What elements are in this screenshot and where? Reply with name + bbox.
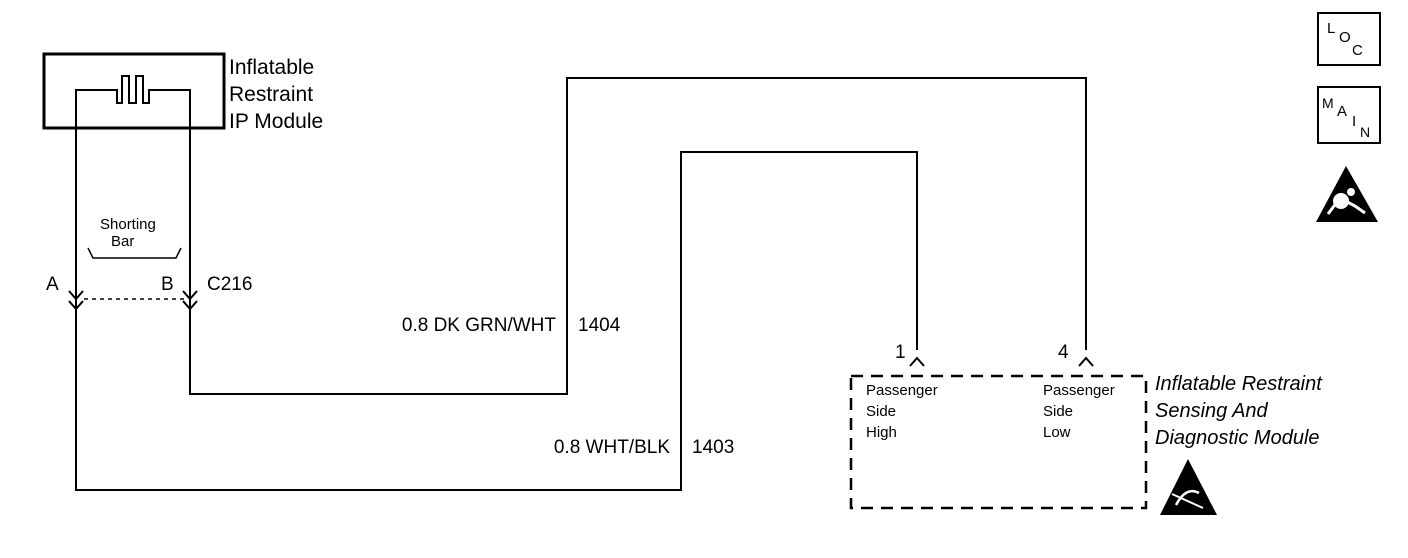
sdm-pin-4-desc-line3: Low xyxy=(1043,424,1071,441)
shorting-bar-bracket xyxy=(87,247,182,259)
main-button-letter-i: I xyxy=(1352,113,1356,130)
inflator-squib-symbol xyxy=(75,75,191,104)
sdm-pin-1-desc-line3: High xyxy=(866,424,897,441)
location-button[interactable]: L O C xyxy=(1317,12,1381,66)
sdm-pin-4-desc-line1: Passenger xyxy=(1043,382,1115,399)
pin-a-label: A xyxy=(46,274,59,295)
pin-a-terminal-icon xyxy=(68,290,84,311)
shorting-bar-label-line2: Bar xyxy=(111,233,134,250)
main-button-letter-a: A xyxy=(1337,103,1347,120)
shorting-bar: Shorting Bar xyxy=(84,216,184,300)
sdm-title-line1: Inflatable Restraint xyxy=(1155,373,1323,395)
location-button-letter-c: C xyxy=(1352,42,1363,59)
sdm-pin-4-desc-line2: Side xyxy=(1043,403,1073,420)
ip-module-label-line1: Inflatable xyxy=(229,56,314,79)
shorting-bar-label-line1: Shorting xyxy=(100,216,156,233)
sdm-pin-4-terminal-icon xyxy=(1078,356,1094,367)
ip-module-label-line2: Restraint xyxy=(229,83,313,106)
sdm-module: 1 4 Passenger Side High Passenger Side L… xyxy=(849,342,1323,515)
sdm-title-line3: Diagnostic Module xyxy=(1155,427,1320,449)
ip-module-label-line3: IP Module xyxy=(229,110,323,133)
wire-1404-circuit-label: 1404 xyxy=(578,315,621,336)
ip-module-box xyxy=(42,52,226,130)
sdm-pin-1-terminal-icon xyxy=(909,356,925,367)
sdm-title-line2: Sensing And xyxy=(1155,400,1269,422)
location-button-letter-o: O xyxy=(1339,29,1351,46)
location-button-letter-l: L xyxy=(1327,20,1335,37)
wire-1403-circuit-label: 1403 xyxy=(692,437,734,458)
pin-b-label: B xyxy=(161,274,174,295)
sdm-dashed-box xyxy=(849,374,1148,510)
sdm-pin-1-desc-line1: Passenger xyxy=(866,382,938,399)
main-button-letter-m: M xyxy=(1322,95,1334,111)
main-button[interactable]: M A I N xyxy=(1317,86,1381,144)
connector-name-label: C216 xyxy=(207,274,252,295)
wire-1404-color-label: 0.8 DK GRN/WHT xyxy=(402,315,557,336)
ip-module: Inflatable Restraint IP Module xyxy=(42,52,323,133)
wire-1403 xyxy=(75,90,918,491)
sdm-pin-4-label: 4 xyxy=(1058,342,1069,363)
main-button-letter-n: N xyxy=(1360,124,1370,140)
wire-1403-color-label: 0.8 WHT/BLK xyxy=(554,437,670,458)
wire-1404 xyxy=(189,77,1087,395)
connector-c216: A B C216 xyxy=(46,274,252,311)
sdm-pin-1-label: 1 xyxy=(895,342,906,363)
esd-sensitive-icon xyxy=(1160,459,1217,515)
pin-b-terminal-icon xyxy=(182,290,198,311)
sdm-pin-1-desc-line2: Side xyxy=(866,403,896,420)
airbag-warning-icon[interactable] xyxy=(1316,166,1378,222)
